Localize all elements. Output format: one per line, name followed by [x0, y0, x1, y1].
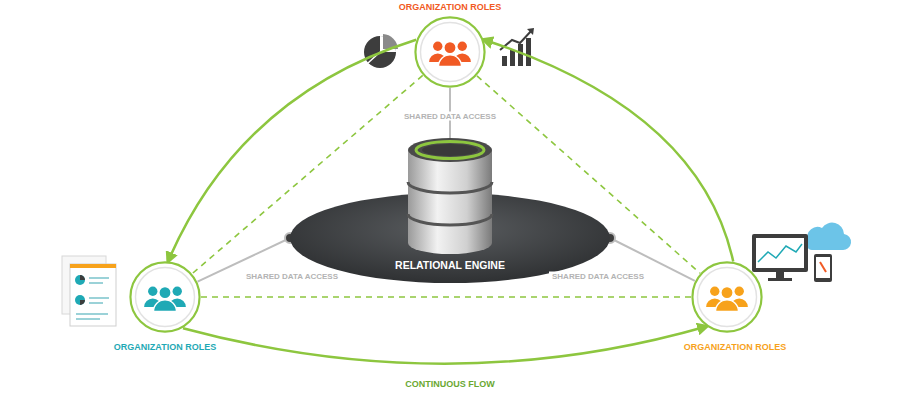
engine-ellipse: RELATIONAL ENGINE: [290, 193, 610, 283]
devices-icon: [752, 223, 851, 282]
circle-outline: [129, 261, 201, 333]
edge-label: SHARED DATA ACCESS: [243, 272, 341, 281]
edge-label: SHARED DATA ACCESS: [401, 112, 499, 121]
people-icon: [706, 287, 748, 312]
people-icon: [144, 287, 186, 312]
circle-outline: [691, 261, 763, 333]
role-circle: ORGANIZATION ROLES: [129, 261, 201, 333]
documents-icon: [62, 256, 116, 326]
edge-label: SHARED DATA ACCESS: [549, 272, 647, 281]
role-circle: ORGANIZATION ROLES: [414, 16, 486, 88]
access-line: [449, 88, 451, 193]
flow-arrow: [183, 326, 706, 363]
edge-label: CONTINUOUS FLOW: [402, 379, 498, 389]
engine-label: RELATIONAL ENGINE: [290, 259, 610, 271]
circle-outline: [414, 16, 486, 88]
role-label: ORGANIZATION ROLES: [399, 2, 501, 12]
role-label: ORGANIZATION ROLES: [684, 342, 786, 352]
role-circle: ORGANIZATION ROLES: [691, 261, 763, 333]
dashed-link: [201, 296, 691, 298]
role-label: ORGANIZATION ROLES: [114, 342, 216, 352]
people-icon: [429, 42, 471, 67]
